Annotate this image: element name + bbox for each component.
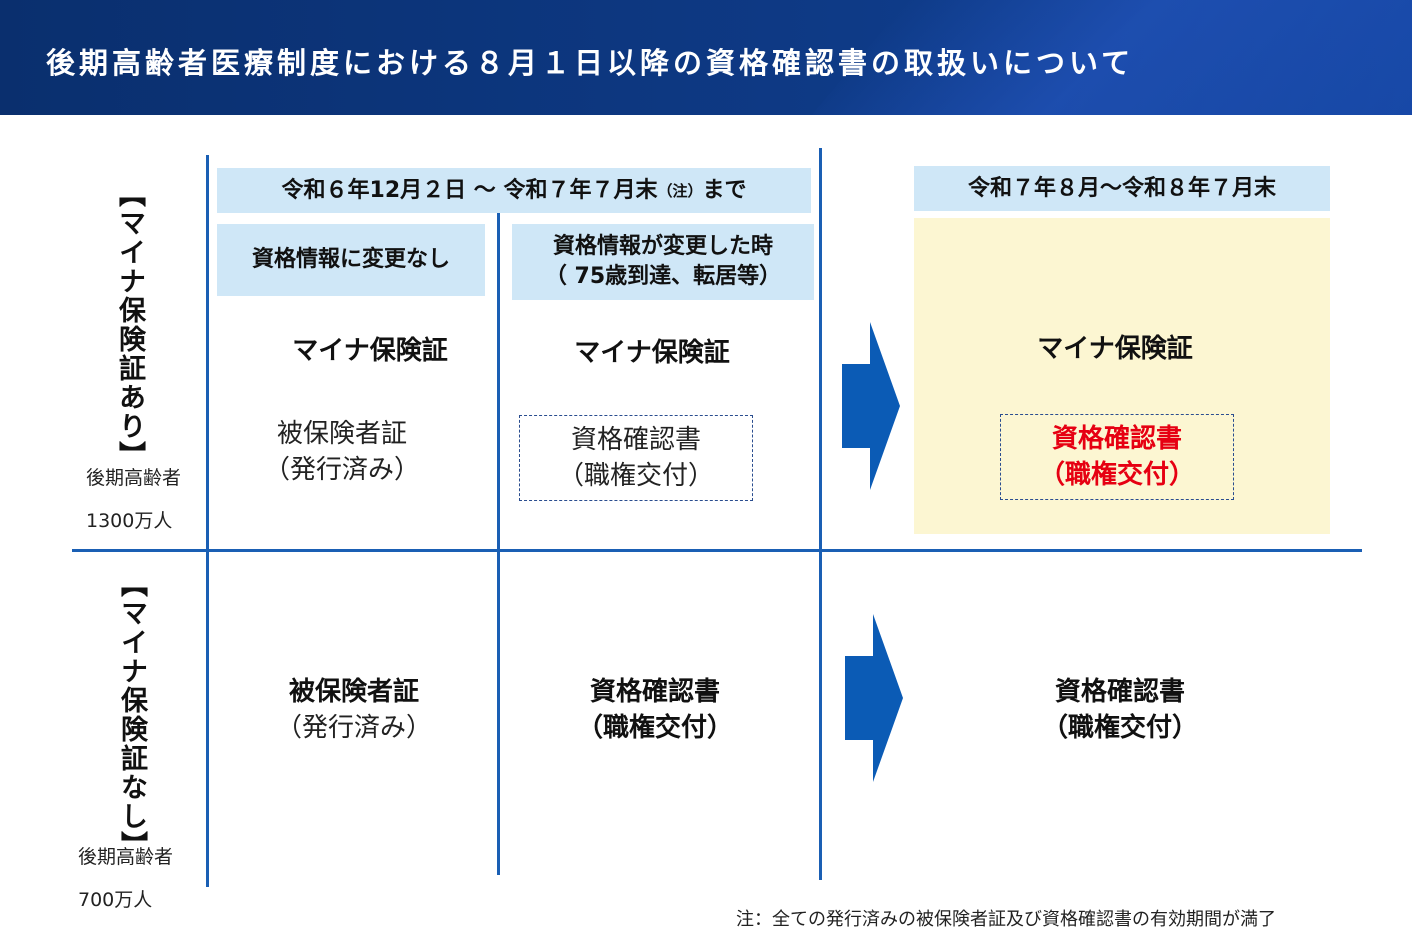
row2-cell3-line1: 資格確認書	[1054, 677, 1185, 707]
row1-cell3-primary: マイナ保険証	[1037, 334, 1193, 364]
footnote: 注：全ての発行済みの被保険者証及び資格確認書の有効期間が満了	[736, 909, 1276, 930]
subheader-no-change: 資格情報に変更なし	[217, 224, 485, 296]
period1-header: 令和６年12月２日 〜 令和７年７月末 （注） まで	[217, 168, 811, 213]
row-label-without-card: 【マイナ保険証なし】	[116, 570, 147, 860]
arrow-right-icon	[845, 614, 903, 782]
row1-cell2-secondary: 資格確認書 （職権交付）	[519, 415, 753, 501]
arrow-right-icon	[842, 322, 900, 490]
period2-header: 令和７年８月〜令和８年７月末	[914, 166, 1330, 211]
row-group-with-card: 後期高齢者	[86, 467, 182, 489]
row1-cell2-primary: マイナ保険証	[574, 338, 730, 368]
row1-cell2-secondary-line2: （職権交付）	[557, 461, 714, 491]
subheader-no-change-label: 資格情報に変更なし	[251, 247, 450, 272]
row2-cell2-line1: 資格確認書	[589, 677, 720, 707]
title-banner: 後期高齢者医療制度における８月１日以降の資格確認書の取扱いについて	[0, 0, 1412, 115]
row1-cell1-secondary: 被保険者証 （発行済み）	[232, 416, 452, 488]
row2-cell3: 資格確認書 （職権交付）	[1010, 674, 1230, 746]
subheader-changed-line1: 資格情報が変更した時	[552, 234, 773, 259]
grid-line-v2	[497, 213, 500, 875]
row2-cell2-line2: （職権交付）	[576, 713, 733, 743]
period1-header-suffix: まで	[702, 177, 747, 203]
row-count-without-card: 700万人	[78, 889, 153, 911]
row1-cell1-secondary-line1: 被保険者証	[276, 419, 407, 449]
row1-cell1-primary: マイナ保険証	[292, 336, 448, 366]
row2-cell3-line2: （職権交付）	[1041, 713, 1198, 743]
row1-cell3-secondary-line2: （職権交付）	[1038, 460, 1195, 490]
subheader-changed-line2: （ 75歳到達、転居等）	[544, 264, 782, 289]
row1-cell3-secondary-line1: 資格確認書	[1051, 424, 1182, 454]
grid-line-h1	[72, 549, 1362, 552]
row2-cell2: 資格確認書 （職権交付）	[545, 674, 765, 746]
row-group-without-card: 後期高齢者	[78, 846, 174, 868]
period2-header-label: 令和７年８月〜令和８年７月末	[967, 175, 1276, 201]
row1-cell3-secondary: 資格確認書 （職権交付）	[1000, 414, 1234, 500]
row2-cell1-line2: （発行済み）	[275, 713, 432, 743]
subheader-changed: 資格情報が変更した時 （ 75歳到達、転居等）	[512, 224, 814, 300]
row2-cell1: 被保険者証 （発行済み）	[244, 674, 464, 746]
row-label-with-card: 【マイナ保険証あり】	[114, 180, 145, 470]
row1-cell1-secondary-line2: （発行済み）	[263, 455, 420, 485]
row1-cell2-secondary-line1: 資格確認書	[570, 425, 701, 455]
grid-line-v1	[206, 155, 209, 887]
row2-cell1-line1: 被保険者証	[288, 677, 419, 707]
period1-header-note: （注）	[657, 181, 703, 200]
row-count-with-card: 1300万人	[86, 510, 173, 532]
grid-line-v3	[819, 148, 822, 880]
page-title: 後期高齢者医療制度における８月１日以降の資格確認書の取扱いについて	[46, 46, 1135, 80]
period1-header-label: 令和６年12月２日 〜 令和７年７月末	[281, 177, 658, 203]
highlight-panel	[914, 218, 1330, 534]
